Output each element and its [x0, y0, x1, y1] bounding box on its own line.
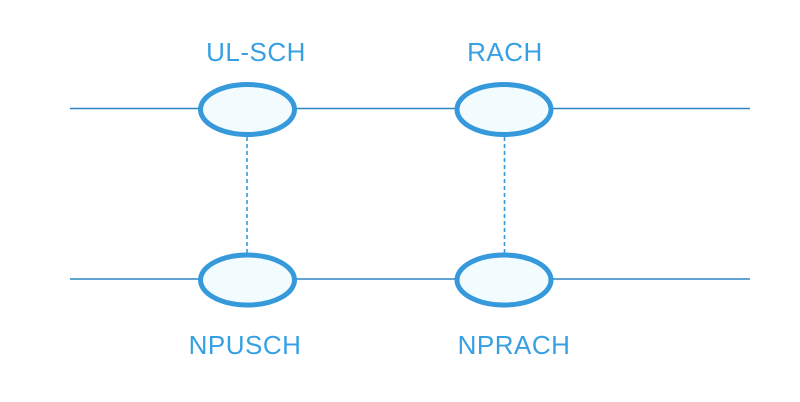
label-rach: RACH — [467, 37, 543, 67]
node-ellipse-ulsch — [198, 82, 297, 137]
node-ellipse-npusch — [198, 252, 297, 308]
node-ellipse-nprach — [454, 252, 554, 308]
node-ellipse-rach — [454, 82, 554, 137]
label-npusch: NPUSCH — [189, 330, 302, 360]
label-nprach: NPRACH — [458, 330, 571, 360]
label-ulsch: UL-SCH — [206, 37, 306, 67]
